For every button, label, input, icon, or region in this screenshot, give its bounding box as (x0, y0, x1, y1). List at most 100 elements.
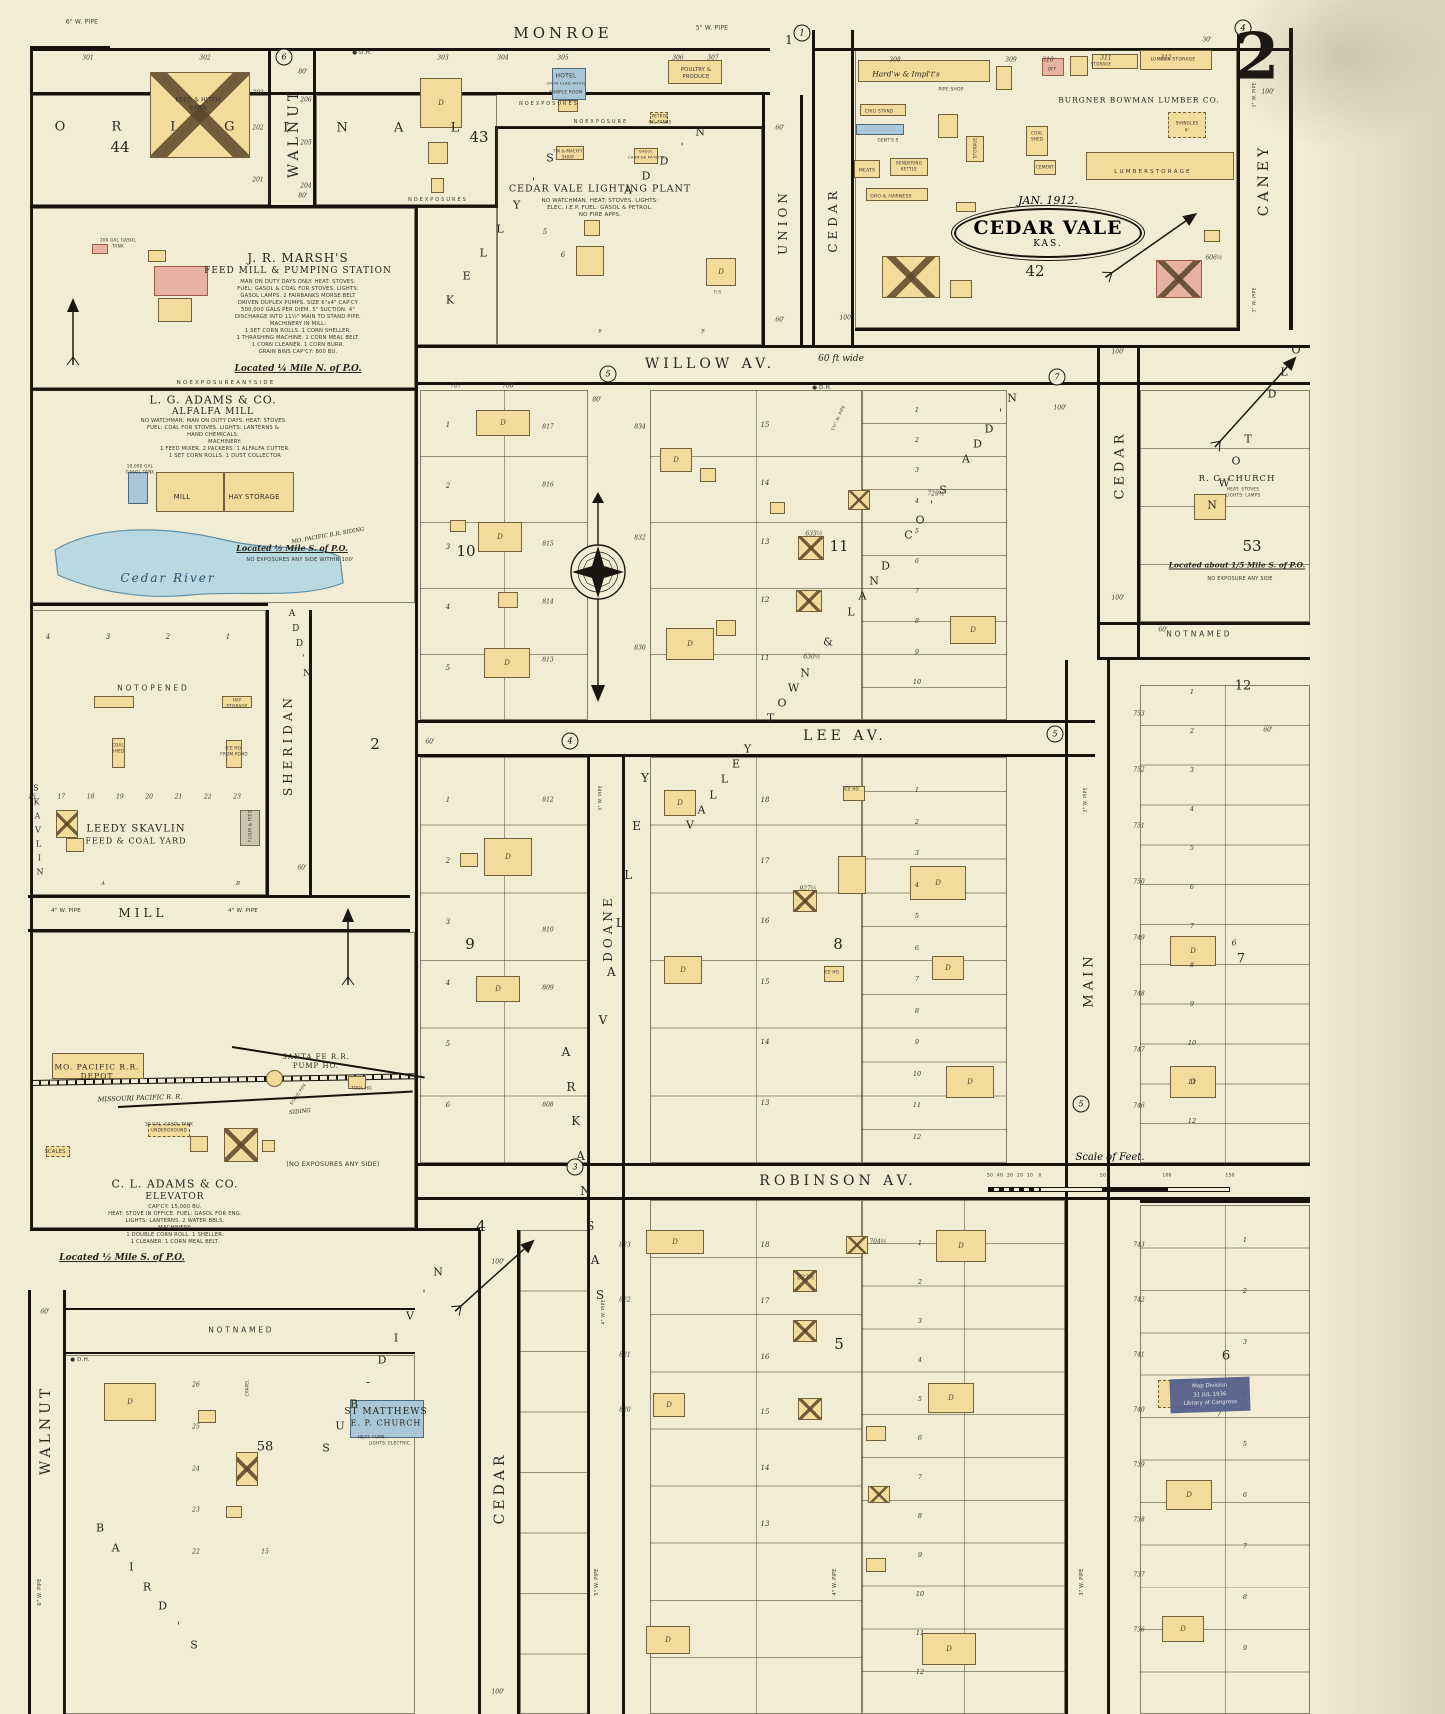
map-label: 6" W. PIPE (37, 1578, 43, 1606)
lot-number: U.S. (713, 289, 723, 295)
lot-number: 820 (619, 1406, 631, 1414)
lot-number: 5 (542, 228, 548, 236)
location-note: Located ¼ Mile N. of P.O. (234, 364, 362, 374)
intersection-marker: 5 (1072, 1095, 1090, 1113)
lot-number: 6 (560, 251, 566, 259)
lot-number: 830 (634, 644, 646, 652)
lot-number: 740 (1133, 1406, 1145, 1414)
addition-name-letter: K (33, 797, 40, 807)
map-label: 4" W. PIPE (832, 1568, 838, 1596)
block-lots (316, 95, 497, 205)
map-label: DRIVEN DUPLEX PUMPS. SIZE 6"x4" CAP'CY (237, 300, 359, 306)
lot-number: 301 (82, 54, 94, 62)
map-label: 50 (1099, 1173, 1107, 1179)
lot-number: 15 (760, 977, 770, 986)
lot-number: 813 (542, 656, 554, 664)
addition-name-letter: I (170, 119, 176, 135)
building (190, 1136, 208, 1152)
block-number: 53 (1242, 537, 1262, 555)
north-arrow (63, 296, 87, 367)
map-label: LUMBER STORAGE (1150, 57, 1196, 63)
map-label: MAN ON DUTY DAYS ONLY. HEAT: STOVES. (240, 279, 356, 285)
lot-number: 312 (1160, 54, 1172, 62)
boundary-line (30, 388, 417, 391)
title-oval: CEDAR VALE KAS. (951, 205, 1145, 261)
lot-number: 16 (760, 917, 770, 926)
lot-number: 8 (1189, 961, 1195, 969)
building (796, 590, 822, 612)
building (858, 60, 990, 82)
city-name: CEDAR VALE (973, 217, 1123, 239)
building (1168, 112, 1206, 138)
lot-number: 306 (672, 54, 684, 62)
addition-name-letter: N (695, 125, 705, 139)
intersection-marker: 1 (793, 24, 811, 42)
dwelling-building: D (1166, 1480, 1212, 1510)
lot-divider (756, 1200, 757, 1714)
map-label: OIL TANKS (648, 119, 672, 125)
street-label: CANEY (1256, 143, 1272, 217)
lot-number: 14 (760, 1464, 770, 1473)
lot-number: 5 (1189, 844, 1195, 852)
street-band (1097, 345, 1140, 660)
lot-number: 6 (445, 1101, 451, 1109)
lot-number: 26 (192, 1381, 200, 1389)
building (793, 1270, 817, 1292)
lot-number: 308 (889, 56, 901, 64)
map-label: SHED (1031, 136, 1043, 142)
intersection-marker: 3 (566, 1158, 584, 1176)
map-label: (NO EXPOSURES ANY SIDE) (286, 1160, 380, 1168)
map-label: FROM POND (220, 751, 248, 757)
addition-name-letter: O (777, 696, 787, 710)
street-band (418, 345, 1310, 385)
block-number: 7 (1236, 951, 1246, 967)
addition-name-letter: I (393, 1331, 399, 1345)
addition-name-letter: N (869, 574, 879, 588)
lot-number: 24 (192, 1465, 200, 1473)
building (226, 1506, 242, 1518)
building (558, 100, 578, 112)
map-label: 5" W. PIPE (594, 1568, 600, 1596)
addition-name-letter: D (973, 437, 982, 451)
block-lots (30, 208, 415, 388)
map-label: ● D.H. (70, 1357, 90, 1363)
building (668, 60, 722, 84)
lot-number: 739 (1133, 1461, 1145, 1469)
dwelling-building: D (664, 790, 696, 816)
street-label: MONROE (513, 24, 613, 42)
lot-number: 10 (912, 1069, 922, 1078)
lot-divider (963, 1200, 965, 1714)
business-label: ELEVATOR (145, 1192, 205, 1202)
building (148, 250, 166, 262)
map-label: STORAGE (226, 703, 248, 709)
location-note: Located ½ Mile S. of P.O. (236, 543, 348, 553)
addition-name-letter: A (858, 589, 867, 603)
map-label: 10 (1026, 1173, 1034, 1179)
map-label: MACHINERY: (208, 439, 242, 445)
lot-number: 606½ (1205, 254, 1223, 262)
building (552, 68, 586, 100)
addition-name-letter: A (607, 964, 616, 979)
lot-number: 12 (915, 1668, 925, 1676)
lot-number: 8 (914, 1006, 920, 1015)
street-band (418, 1163, 1310, 1200)
building (198, 1410, 216, 1423)
map-label: HAY STORAGE (228, 493, 280, 501)
lot-number: 753 (1133, 710, 1145, 718)
addition-name-letter: L (496, 222, 504, 236)
building (700, 468, 716, 482)
map-label: COAL (1031, 130, 1043, 136)
lot-divider (504, 390, 505, 720)
lot-number: 633½ (805, 530, 823, 538)
block-number: 12 (1234, 678, 1252, 694)
lot-number: 4 (45, 633, 51, 641)
lot-number: 2 (445, 481, 451, 490)
lot-number: 12 (1187, 1117, 1197, 1125)
addition-name-letter: R (142, 1580, 152, 1593)
block-number: 10 (456, 542, 476, 560)
dwelling-building: D (653, 1393, 685, 1417)
dwelling-building: D (910, 866, 966, 900)
building (950, 280, 972, 298)
boundary-line (415, 205, 418, 1230)
lot-number: B (235, 881, 241, 887)
